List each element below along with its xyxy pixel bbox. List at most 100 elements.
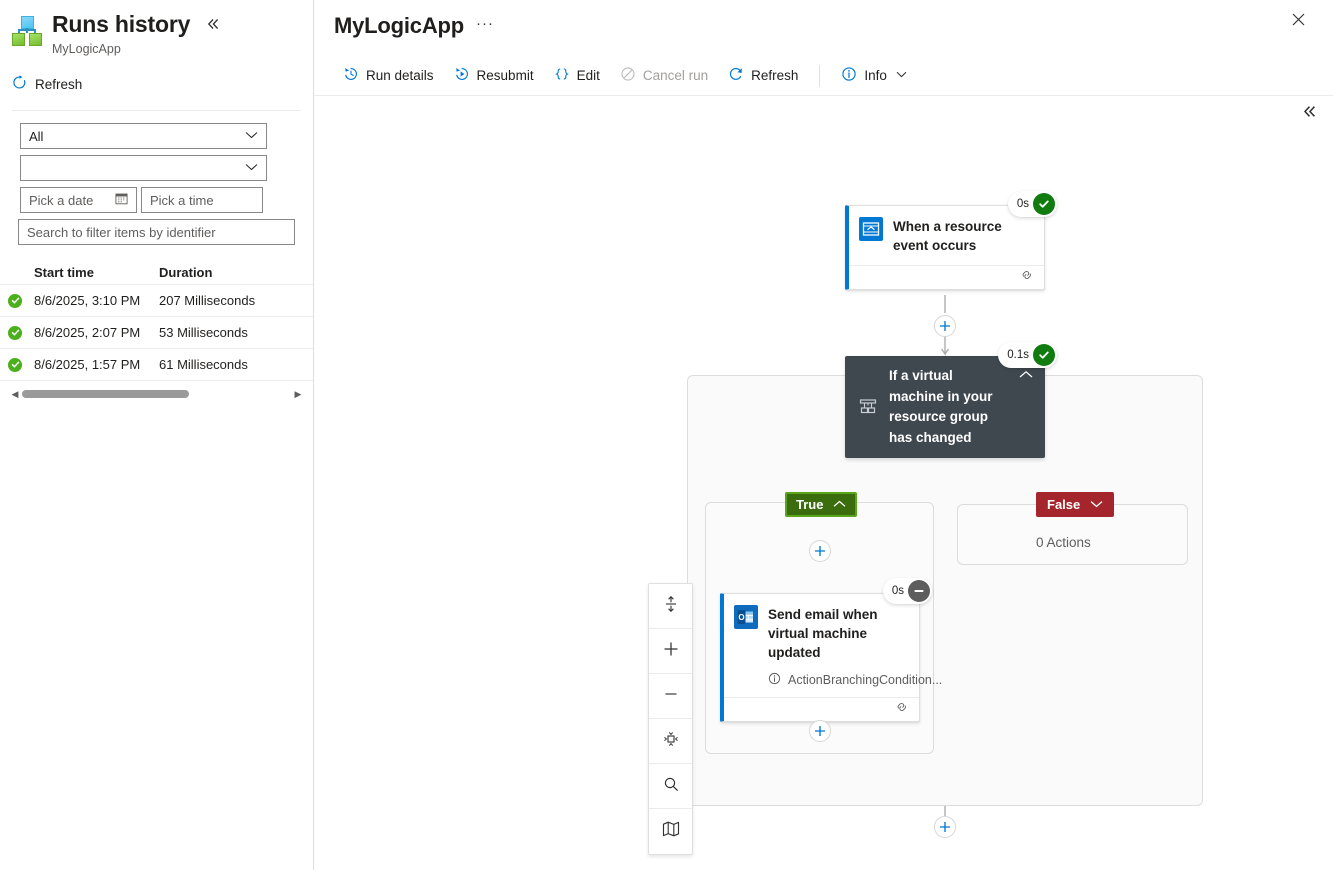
chevron-down-icon [1090, 499, 1103, 511]
minus-circle-icon [908, 580, 930, 602]
condition-status-pill: 0.1s [998, 342, 1057, 368]
chevron-up-icon[interactable] [1019, 368, 1033, 382]
panel-title: Runs history [52, 11, 191, 37]
run-start-time: 8/6/2025, 2:07 PM [34, 325, 141, 340]
status-badge [8, 357, 34, 372]
trigger-footer [849, 265, 1044, 289]
runs-table-header: Start time Duration [0, 261, 313, 285]
table-row[interactable]: 8/6/2025, 1:57 PM 61 Milliseconds [0, 349, 313, 381]
zoom-in-button[interactable] [649, 629, 692, 674]
send-email-duration: 0s [891, 585, 904, 597]
runs-table: Start time Duration 8/6/2025, 3:10 PM 20… [0, 261, 313, 400]
event-grid-icon [859, 217, 883, 241]
time-picker-input[interactable]: Pick a time [141, 187, 263, 213]
check-circle-icon [8, 293, 22, 308]
check-circle-icon [1033, 193, 1055, 215]
trigger-node[interactable]: When a resource event occurs 0s [845, 191, 1057, 290]
true-branch-badge[interactable]: True [785, 492, 858, 517]
add-step-after-condition-button[interactable] [934, 816, 956, 838]
send-email-action-node[interactable]: O Send email when virtual machine update… [720, 578, 942, 722]
connection-icon[interactable] [895, 700, 909, 719]
fit-to-screen-button[interactable] [649, 584, 692, 629]
minimap-button[interactable] [649, 809, 692, 854]
send-email-action-title: Send email when virtual machine updated [768, 607, 878, 660]
identifier-search-input[interactable]: Search to filter items by identifier [18, 219, 295, 245]
trigger-status-pill: 0s [1007, 191, 1057, 217]
condition-duration: 0.1s [1007, 349, 1029, 361]
condition-branch-icon [857, 396, 879, 418]
check-circle-icon [8, 357, 22, 372]
map-icon [661, 819, 681, 844]
cancel-circle-icon [620, 66, 636, 85]
scrollbar-track[interactable] [22, 389, 291, 399]
cancel-run-button: Cancel run [611, 61, 717, 91]
more-options-button[interactable]: ··· [476, 14, 494, 32]
fit-height-icon [662, 595, 680, 618]
status-filter-value: All [29, 128, 44, 144]
sidebar-refresh-button[interactable]: Refresh [0, 71, 313, 97]
column-header-duration[interactable]: Duration [159, 265, 213, 280]
close-button[interactable] [1285, 6, 1311, 32]
false-branch-badge[interactable]: False [1036, 492, 1115, 517]
code-braces-icon [554, 66, 570, 85]
connection-icon[interactable] [1020, 268, 1034, 287]
runs-history-header: Runs history MyLogicApp [0, 0, 313, 57]
history-icon [343, 66, 359, 85]
panel-subtitle: MyLogicApp [52, 42, 121, 56]
condition-node[interactable]: If a virtual machine in your resource gr… [845, 342, 1057, 458]
calendar-icon [115, 192, 128, 208]
triangle-right-icon[interactable]: ▶ [294, 388, 302, 399]
chevron-up-icon [833, 499, 846, 511]
run-duration: 61 Milliseconds [159, 357, 248, 372]
sidebar-refresh-label: Refresh [35, 76, 83, 92]
refresh-button[interactable]: Refresh [719, 61, 807, 91]
search-icon [662, 775, 680, 798]
edit-label: Edit [576, 68, 600, 83]
identifier-search-placeholder: Search to filter items by identifier [27, 224, 216, 240]
add-step-after-trigger-button[interactable] [934, 315, 956, 337]
chevron-double-left-icon[interactable] [203, 15, 223, 35]
table-row[interactable]: 8/6/2025, 3:10 PM 207 Milliseconds [0, 285, 313, 317]
secondary-filter-dropdown[interactable] [20, 155, 267, 181]
table-row[interactable]: 8/6/2025, 2:07 PM 53 Milliseconds [0, 317, 313, 349]
workflow-canvas[interactable]: When a resource event occurs 0s [314, 100, 1333, 870]
resubmit-button[interactable]: Resubmit [445, 61, 543, 91]
canvas-controls-toolbar [648, 583, 693, 855]
search-button[interactable] [649, 764, 692, 809]
pan-button[interactable] [649, 719, 692, 764]
scrollbar-thumb[interactable] [22, 390, 189, 398]
run-duration: 53 Milliseconds [159, 325, 248, 340]
sidebar-divider [12, 110, 301, 111]
add-step-true-branch-top-button[interactable] [809, 540, 831, 562]
edit-button[interactable]: Edit [545, 61, 609, 91]
run-details-button[interactable]: Run details [334, 61, 443, 91]
check-circle-icon [8, 325, 22, 340]
page-title: MyLogicApp [334, 13, 464, 38]
status-badge [8, 325, 34, 340]
chevron-down-icon [245, 130, 258, 142]
runs-history-panel: Runs history MyLogicApp Refresh All [0, 0, 314, 870]
run-start-time: 8/6/2025, 3:10 PM [34, 293, 141, 308]
runs-table-horizontal-scrollbar[interactable]: ◀ ▶ [8, 388, 305, 400]
command-separator [819, 64, 821, 87]
run-designer-panel: MyLogicApp ··· Run details Resubmit [314, 0, 1333, 870]
status-badge [8, 293, 34, 308]
false-branch-empty-label: 0 Actions [1036, 535, 1091, 550]
date-picker-input[interactable]: Pick a date [20, 187, 137, 213]
command-bar: Run details Resubmit Edit Cancel run [314, 56, 1333, 96]
collapse-canvas-button[interactable] [1298, 100, 1321, 127]
runs-filters: All Pick a date Pick a [0, 111, 313, 245]
resubmit-icon [454, 66, 470, 85]
false-branch-label: False [1047, 497, 1081, 512]
status-filter-dropdown[interactable]: All [20, 123, 267, 149]
check-circle-icon [1033, 344, 1055, 366]
zoom-out-button[interactable] [649, 674, 692, 719]
info-button[interactable]: Info [832, 61, 916, 91]
pan-move-icon [661, 729, 681, 754]
triangle-left-icon[interactable]: ◀ [11, 388, 19, 399]
run-start-time: 8/6/2025, 1:57 PM [34, 357, 141, 372]
column-header-start-time[interactable]: Start time [34, 265, 94, 280]
time-picker-placeholder: Pick a time [150, 192, 214, 208]
add-step-true-branch-bottom-button[interactable] [809, 720, 831, 742]
